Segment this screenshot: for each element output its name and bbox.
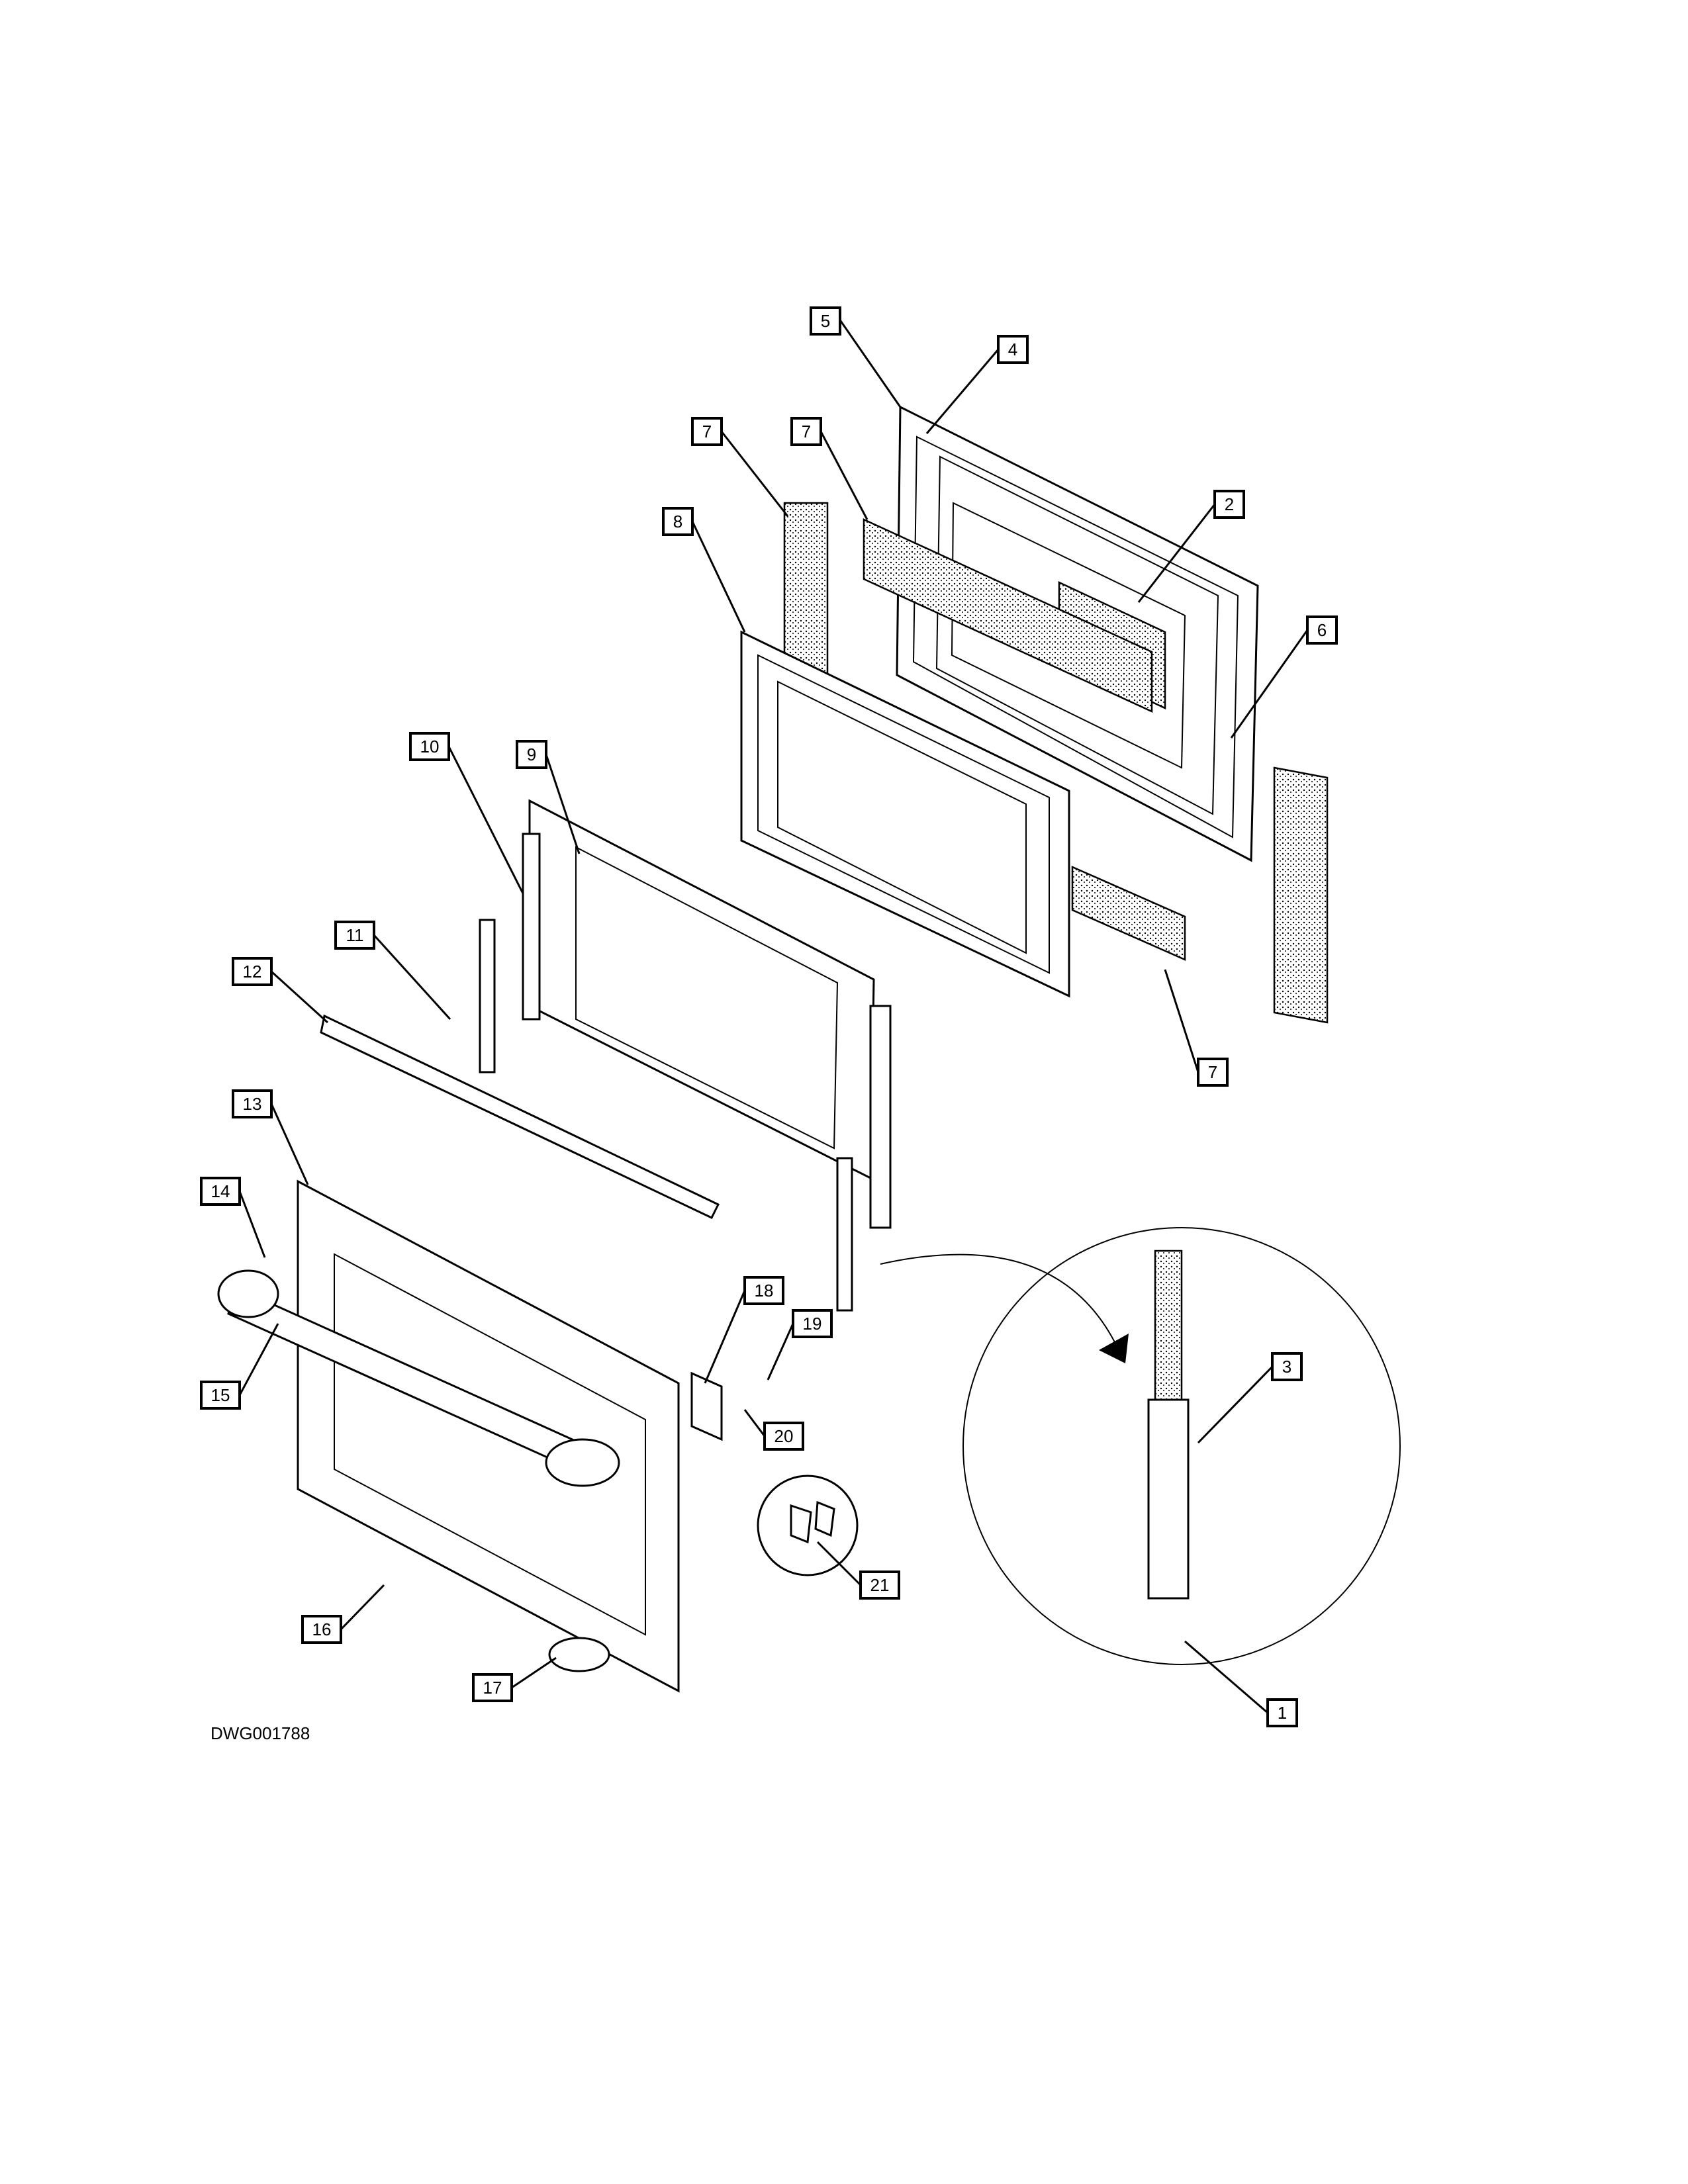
callout-13: 13 <box>232 1089 309 1185</box>
hinge-left <box>479 919 496 1073</box>
insulation-block-top <box>863 518 1153 713</box>
callout-11: 11 <box>334 921 451 1021</box>
callout-4: 4 <box>925 335 1029 434</box>
callout-17-label: 17 <box>483 1678 502 1698</box>
callout-6-label: 6 <box>1317 620 1327 640</box>
callout-12-label: 12 <box>243 962 262 981</box>
callout-7c-label: 7 <box>1208 1062 1217 1082</box>
callout-19: 19 <box>767 1309 833 1381</box>
callout-3: 3 <box>1197 1352 1303 1444</box>
callout-9-label: 9 <box>527 745 536 764</box>
callout-8-label: 8 <box>673 512 682 531</box>
callout-1-label: 1 <box>1278 1703 1287 1723</box>
side-channel-part-10 <box>522 833 892 1229</box>
callout-10: 10 <box>409 732 524 894</box>
callout-21: 21 <box>816 1541 900 1600</box>
callout-6: 6 <box>1230 615 1338 739</box>
callout-15-label: 15 <box>211 1385 230 1405</box>
callout-18-label: 18 <box>755 1281 774 1300</box>
drawing-code: DWG001788 <box>211 1723 310 1743</box>
insulation-block-right <box>1273 766 1329 1024</box>
callout-15: 15 <box>200 1323 279 1410</box>
callout-18: 18 <box>704 1276 784 1384</box>
callout-12: 12 <box>232 957 329 1024</box>
callout-7a-label: 7 <box>702 422 712 441</box>
door-gasket-frame-part-8 <box>740 630 1070 998</box>
callout-10-label: 10 <box>420 737 440 756</box>
callout-7a: 7 <box>691 417 789 517</box>
clip-part-21 <box>757 1475 859 1576</box>
callout-21-label: 21 <box>870 1575 890 1595</box>
hinge-right <box>836 1157 853 1312</box>
callout-2-label: 2 <box>1225 494 1234 514</box>
outer-door-panel-part-13 <box>297 1179 680 1693</box>
callout-2: 2 <box>1137 490 1245 603</box>
callout-7b-label: 7 <box>802 422 811 441</box>
callout-14-label: 14 <box>211 1181 230 1201</box>
callout-16: 16 <box>301 1584 385 1644</box>
callout-17: 17 <box>472 1657 557 1702</box>
callout-13-label: 13 <box>243 1094 262 1114</box>
callout-3-label: 3 <box>1282 1357 1291 1377</box>
callout-7b: 7 <box>790 417 868 520</box>
callout-20-label: 20 <box>774 1426 794 1446</box>
callout-7c: 7 <box>1164 969 1229 1087</box>
callout-5: 5 <box>810 306 902 408</box>
callout-8: 8 <box>662 507 746 633</box>
callout-16-label: 16 <box>312 1619 332 1639</box>
callout-20: 20 <box>743 1409 804 1451</box>
callout-5-label: 5 <box>821 311 830 331</box>
vent-strip-part-12 <box>320 1014 720 1219</box>
detail-magnifier-circle <box>880 1227 1401 1665</box>
callout-1: 1 <box>1184 1640 1298 1727</box>
latch-plate-part-17 <box>548 1637 610 1672</box>
callout-11-label: 11 <box>346 925 364 945</box>
insulation-block-bottom <box>1071 866 1186 961</box>
door-handle-part-15 <box>217 1269 620 1487</box>
callout-19-label: 19 <box>803 1314 822 1334</box>
callout-4-label: 4 <box>1008 340 1017 359</box>
callout-9: 9 <box>516 740 581 854</box>
callout-14: 14 <box>200 1177 266 1258</box>
bracket-part-18 <box>690 1371 723 1441</box>
